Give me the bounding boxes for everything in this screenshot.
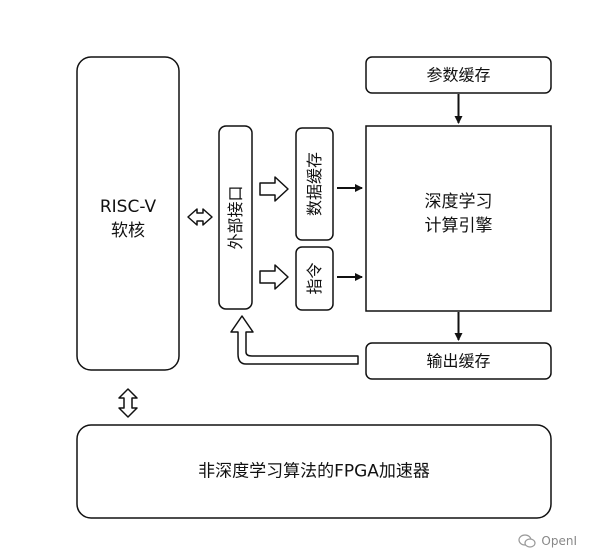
data-buffer-label: 数据缓存 <box>305 152 324 216</box>
instruction-label: 指令 <box>305 262 324 294</box>
param-buffer-block: 参数缓存 <box>365 56 552 94</box>
interface-to-data-buffer-arrow <box>259 176 289 202</box>
dl-engine-label-line1: 深度学习 <box>425 192 493 212</box>
instruction-block: 指令 <box>295 246 334 311</box>
param-buffer-label: 参数缓存 <box>426 66 490 85</box>
dl-engine-block: 深度学习 计算引擎 <box>365 125 552 312</box>
output-buffer-label: 输出缓存 <box>426 352 490 371</box>
riscv-interface-bidirectional-arrow <box>187 208 213 226</box>
watermark-text: OpenI <box>541 534 577 548</box>
fpga-accelerator-label: 非深度学习算法的FPGA加速器 <box>198 462 430 482</box>
output-buffer-block: 输出缓存 <box>365 342 552 380</box>
dl-engine-label-line2: 计算引擎 <box>425 216 493 236</box>
riscv-fpga-bidirectional-arrow <box>118 388 138 418</box>
fpga-accelerator-block: 非深度学习算法的FPGA加速器 <box>76 424 552 519</box>
riscv-core-label-line1: RISC-V <box>100 197 157 217</box>
external-interface-label: 外部接口 <box>226 185 245 249</box>
external-interface-block: 外部接口 <box>218 125 253 310</box>
output-to-interface-return-arrow <box>230 315 359 365</box>
riscv-core-label-line2: 软核 <box>111 221 145 241</box>
riscv-core-block: RISC-V 软核 <box>76 56 180 371</box>
data-buffer-block: 数据缓存 <box>295 127 334 241</box>
watermark: OpenI <box>518 534 577 548</box>
wechat-logo-icon <box>518 534 537 548</box>
interface-to-instruction-arrow <box>259 264 289 290</box>
